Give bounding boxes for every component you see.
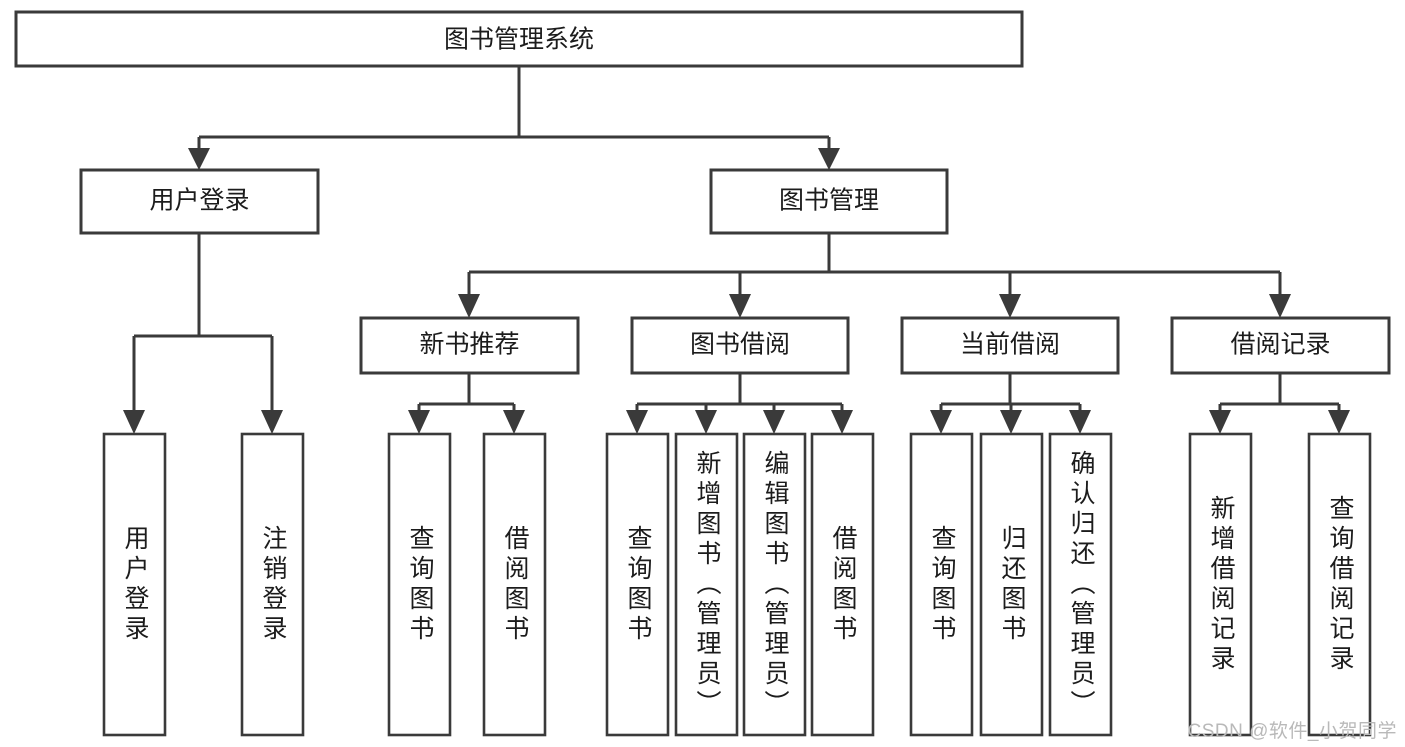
node-new-book-recommend[interactable]: 新书推荐	[359, 316, 580, 375]
node-book-manage[interactable]: 图书管理	[709, 168, 949, 235]
node-book-borrow-box[interactable]	[630, 316, 850, 375]
node-book-borrow-label: 图书借阅	[690, 331, 790, 359]
node-borrow-record-label: 借阅记录	[1230, 331, 1330, 359]
arrow-head-user-login	[188, 148, 210, 170]
arrow-head-leaf-add-book	[695, 410, 717, 434]
arrow-head-borrow-record	[1269, 294, 1291, 318]
node-borrow-record[interactable]: 借阅记录	[1170, 316, 1391, 375]
node-book-manage-box[interactable]	[709, 168, 949, 235]
arrow-head-leaf-user-logout	[261, 410, 283, 434]
leaf-box-add-book[interactable]	[674, 432, 739, 737]
leaf-box-query-book-2[interactable]	[605, 432, 670, 737]
leaf-box-add-record[interactable]	[1188, 432, 1253, 737]
arrow-head-leaf-edit-book	[763, 410, 785, 434]
arrow-head-leaf-user-login	[123, 410, 145, 434]
csdn-watermark: CSDN @软件_小贺同学	[1187, 721, 1397, 742]
arrow-head-leaf-query-book-3	[930, 410, 952, 434]
arrow-head-leaf-return-book	[1000, 410, 1022, 434]
node-borrow-record-box[interactable]	[1170, 316, 1391, 375]
leaf-layer	[102, 432, 1372, 737]
arrow-head-book-borrow	[729, 294, 751, 318]
leaf-box-borrow-book-2[interactable]	[810, 432, 875, 737]
arrow-head-leaf-borrow-book-2	[831, 410, 853, 434]
node-book-borrow[interactable]: 图书借阅	[630, 316, 850, 375]
leaf-box-confirm-return[interactable]	[1048, 432, 1113, 737]
connector-layer	[123, 66, 1350, 434]
arrow-head-leaf-borrow-book-1	[503, 410, 525, 434]
node-root-label: 图书管理系统	[444, 26, 594, 54]
leaf-box-query-book-3[interactable]	[909, 432, 974, 737]
node-book-manage-label: 图书管理	[779, 187, 879, 215]
node-user-login[interactable]: 用户登录	[79, 168, 320, 235]
node-current-borrow[interactable]: 当前借阅	[900, 316, 1120, 375]
node-current-borrow-label: 当前借阅	[960, 331, 1060, 359]
arrow-head-leaf-query-record	[1328, 410, 1350, 434]
node-new-book-recommend-box[interactable]	[359, 316, 580, 375]
leaf-box-edit-book[interactable]	[742, 432, 807, 737]
leaf-box-return-book[interactable]	[979, 432, 1044, 737]
arrow-head-current-borrow	[999, 294, 1021, 318]
leaf-box-user-logout[interactable]	[240, 432, 305, 737]
leaf-box-user-login[interactable]	[102, 432, 167, 737]
node-user-login-box[interactable]	[79, 168, 320, 235]
node-new-book-recommend-label: 新书推荐	[419, 331, 519, 359]
leaf-box-query-book-1[interactable]	[387, 432, 452, 737]
node-root-box[interactable]	[14, 10, 1024, 68]
node-root[interactable]: 图书管理系统	[14, 10, 1024, 68]
arrow-head-leaf-confirm-return	[1069, 410, 1091, 434]
arrow-head-new-book-recommend	[458, 294, 480, 318]
arrow-head-leaf-query-book-2	[626, 410, 648, 434]
arrow-head-leaf-query-book-1	[408, 410, 430, 434]
arrow-head-leaf-add-record	[1209, 410, 1231, 434]
node-user-login-label: 用户登录	[149, 187, 249, 215]
node-current-borrow-box[interactable]	[900, 316, 1120, 375]
leaf-box-query-record[interactable]	[1307, 432, 1372, 737]
arrow-head-book-manage	[818, 148, 840, 170]
leaf-box-borrow-book-1[interactable]	[482, 432, 547, 737]
